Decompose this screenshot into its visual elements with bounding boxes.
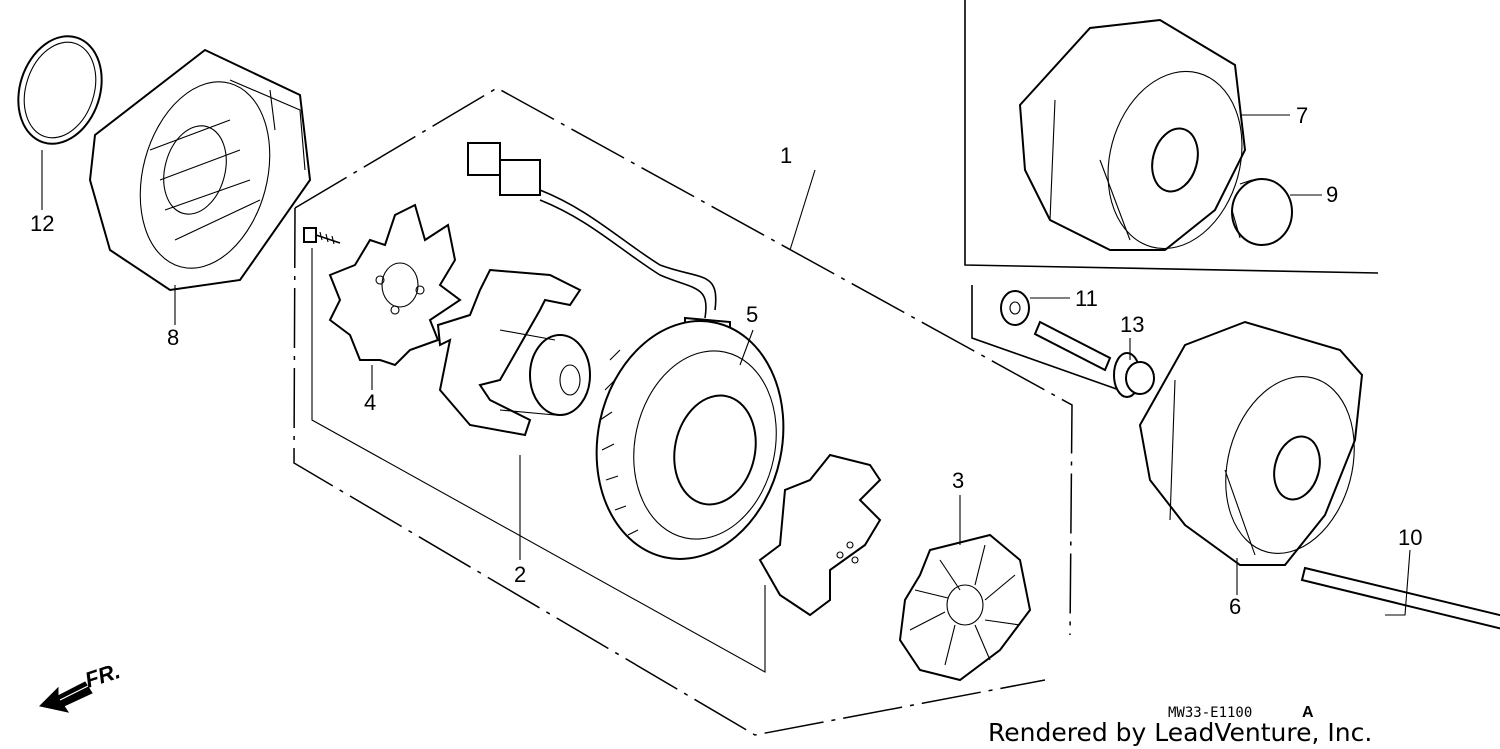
callout-3: 3 bbox=[952, 468, 964, 493]
callout-6: 6 bbox=[1229, 594, 1241, 619]
diagram-code: MW33-E1100 bbox=[1168, 705, 1252, 721]
callout-2: 2 bbox=[514, 562, 526, 587]
callout-1: 1 bbox=[780, 143, 792, 168]
optional-parts-box bbox=[964, 0, 1379, 274]
callout-8: 8 bbox=[167, 325, 179, 350]
rear-cover-part bbox=[88, 48, 312, 292]
front-label: FR. bbox=[82, 658, 123, 693]
callout-5: 5 bbox=[746, 302, 758, 327]
screw-part bbox=[303, 227, 341, 245]
callout-12: 12 bbox=[30, 211, 54, 236]
diagram-code-suffix: A bbox=[1302, 704, 1314, 721]
credit-text: Rendered by LeadVenture, Inc. bbox=[988, 718, 1372, 747]
callout-7: 7 bbox=[1296, 103, 1308, 128]
leader-lines bbox=[41, 114, 1411, 616]
rear-rotor-part bbox=[758, 453, 882, 617]
front-fan-part bbox=[328, 203, 462, 367]
cap-part bbox=[1231, 178, 1293, 246]
flange-bolt-part bbox=[1033, 320, 1155, 398]
callout-10: 10 bbox=[1398, 525, 1422, 550]
callout-11: 11 bbox=[1075, 286, 1098, 311]
rear-fan-part bbox=[898, 533, 1032, 682]
rotor-part bbox=[436, 268, 591, 437]
callout-4: 4 bbox=[364, 390, 376, 415]
callout-9: 9 bbox=[1326, 182, 1338, 207]
o-ring-part bbox=[17, 35, 103, 145]
assembly-outline bbox=[293, 87, 1073, 736]
bolt-bracket bbox=[971, 285, 1126, 393]
long-bolt-part bbox=[1300, 566, 1500, 630]
callout-13: 13 bbox=[1120, 312, 1144, 337]
front-arrow-icon bbox=[38, 681, 93, 713]
front-cover-option-part bbox=[1018, 18, 1247, 251]
front-cover-part bbox=[1138, 320, 1364, 566]
washer-part bbox=[1000, 290, 1030, 326]
stator-part bbox=[467, 142, 785, 560]
